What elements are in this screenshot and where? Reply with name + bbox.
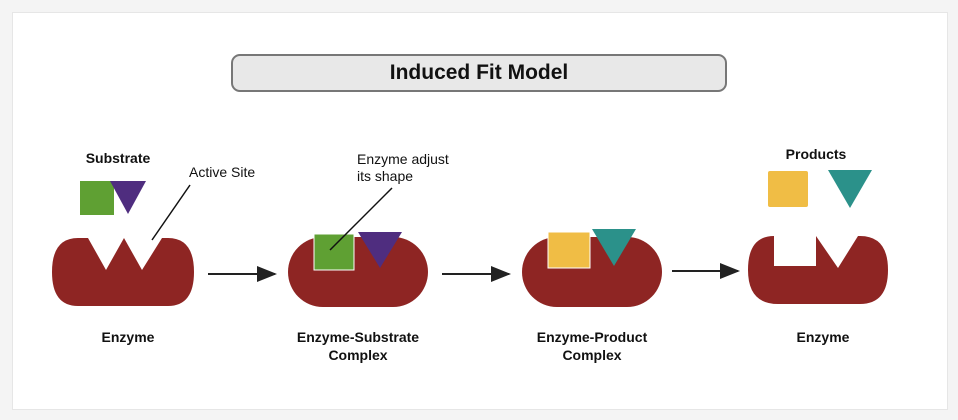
substrate-label: Substrate — [85, 150, 151, 166]
bound-product-triangle — [592, 229, 636, 266]
active-site-pointer — [151, 184, 191, 241]
product-triangle — [828, 170, 872, 208]
stage2-line2: Complex — [328, 347, 388, 363]
enzyme-stage1 — [52, 238, 194, 306]
stage3-line1: Enzyme-Product — [536, 329, 648, 345]
enzyme-adjust-pointer — [329, 187, 393, 251]
products-label: Products — [785, 146, 847, 162]
stage2-label: Enzyme-Substrate Complex — [278, 328, 438, 364]
enzyme-stage2 — [288, 237, 428, 307]
product-square — [768, 171, 808, 207]
bound-substrate-square — [313, 233, 355, 271]
enzyme-adjust-label: Enzyme adjust its shape — [357, 151, 449, 185]
stage4-label: Enzyme — [796, 329, 850, 345]
stage1-label: Enzyme — [101, 329, 155, 345]
stage3-line2: Complex — [562, 347, 622, 363]
substrate-square — [80, 181, 114, 215]
active-site-label: Active Site — [189, 164, 256, 180]
enzyme-stage4 — [748, 236, 888, 304]
diagram-title: Induced Fit Model — [231, 54, 727, 92]
substrate-triangle — [110, 181, 146, 214]
enzyme-adjust-line2: its shape — [357, 168, 414, 184]
bound-product-square — [547, 231, 591, 269]
stage3-label: Enzyme-Product Complex — [512, 328, 672, 364]
enzyme-adjust-line1: Enzyme adjust — [357, 151, 449, 167]
stage2-line1: Enzyme-Substrate — [296, 329, 420, 345]
bound-substrate-triangle — [358, 232, 402, 268]
enzyme-stage3 — [522, 237, 662, 307]
